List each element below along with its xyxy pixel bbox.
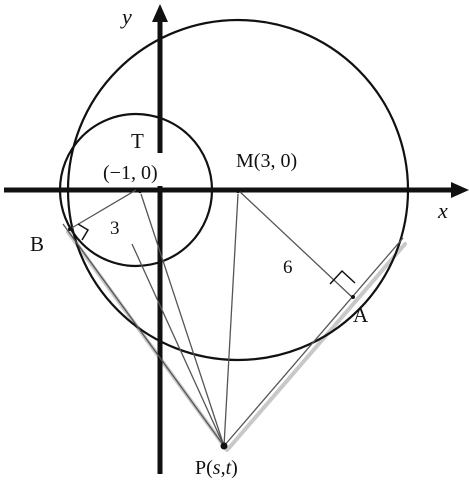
point-p [220, 442, 228, 450]
tangent-shadow-pa [227, 242, 407, 450]
point-m [235, 188, 241, 194]
point-t-coordinates: (−1, 0) [103, 162, 158, 184]
point-p-label-s: s [213, 457, 221, 479]
segment-p-t [140, 193, 225, 447]
segment-p-left-edge [131, 243, 225, 447]
radius-large-label: 6 [283, 257, 293, 278]
point-p-label: P(s,t) [195, 457, 238, 479]
tangent-line-pb [62, 223, 225, 447]
circle-m [66, 18, 410, 362]
construction-lines [62, 189, 404, 447]
tangent-line-pa [223, 237, 404, 447]
circle-t [58, 112, 214, 268]
point-b [68, 227, 72, 231]
x-axis-label: x [437, 198, 448, 223]
y-axis-arrow-icon [152, 4, 168, 22]
radius-small-label: 3 [110, 218, 120, 239]
point-a [351, 295, 355, 299]
point-a-label: A [353, 303, 369, 327]
point-m-label: M(3, 0) [236, 150, 297, 172]
radius-t-b [69, 189, 137, 230]
right-angle-marker-b [77, 223, 90, 241]
segment-p-m [223, 193, 239, 447]
point-t-label: T [131, 129, 144, 153]
point-p-label-prefix: P( [195, 457, 213, 479]
x-axis-arrow-icon [451, 182, 469, 198]
point-p-label-comma: , [221, 457, 226, 479]
coordinate-axes [4, 4, 469, 474]
point-p-label-t: t [226, 457, 232, 479]
point-b-label: B [30, 232, 44, 256]
t-label-background [101, 153, 183, 186]
right-angle-markers [77, 223, 356, 285]
right-angle-marker-a [329, 269, 356, 285]
point-p-label-suffix: ) [231, 457, 238, 479]
point-t [137, 188, 143, 194]
y-axis-label: y [120, 4, 132, 29]
points [68, 188, 355, 450]
radius-m-a [237, 189, 353, 298]
